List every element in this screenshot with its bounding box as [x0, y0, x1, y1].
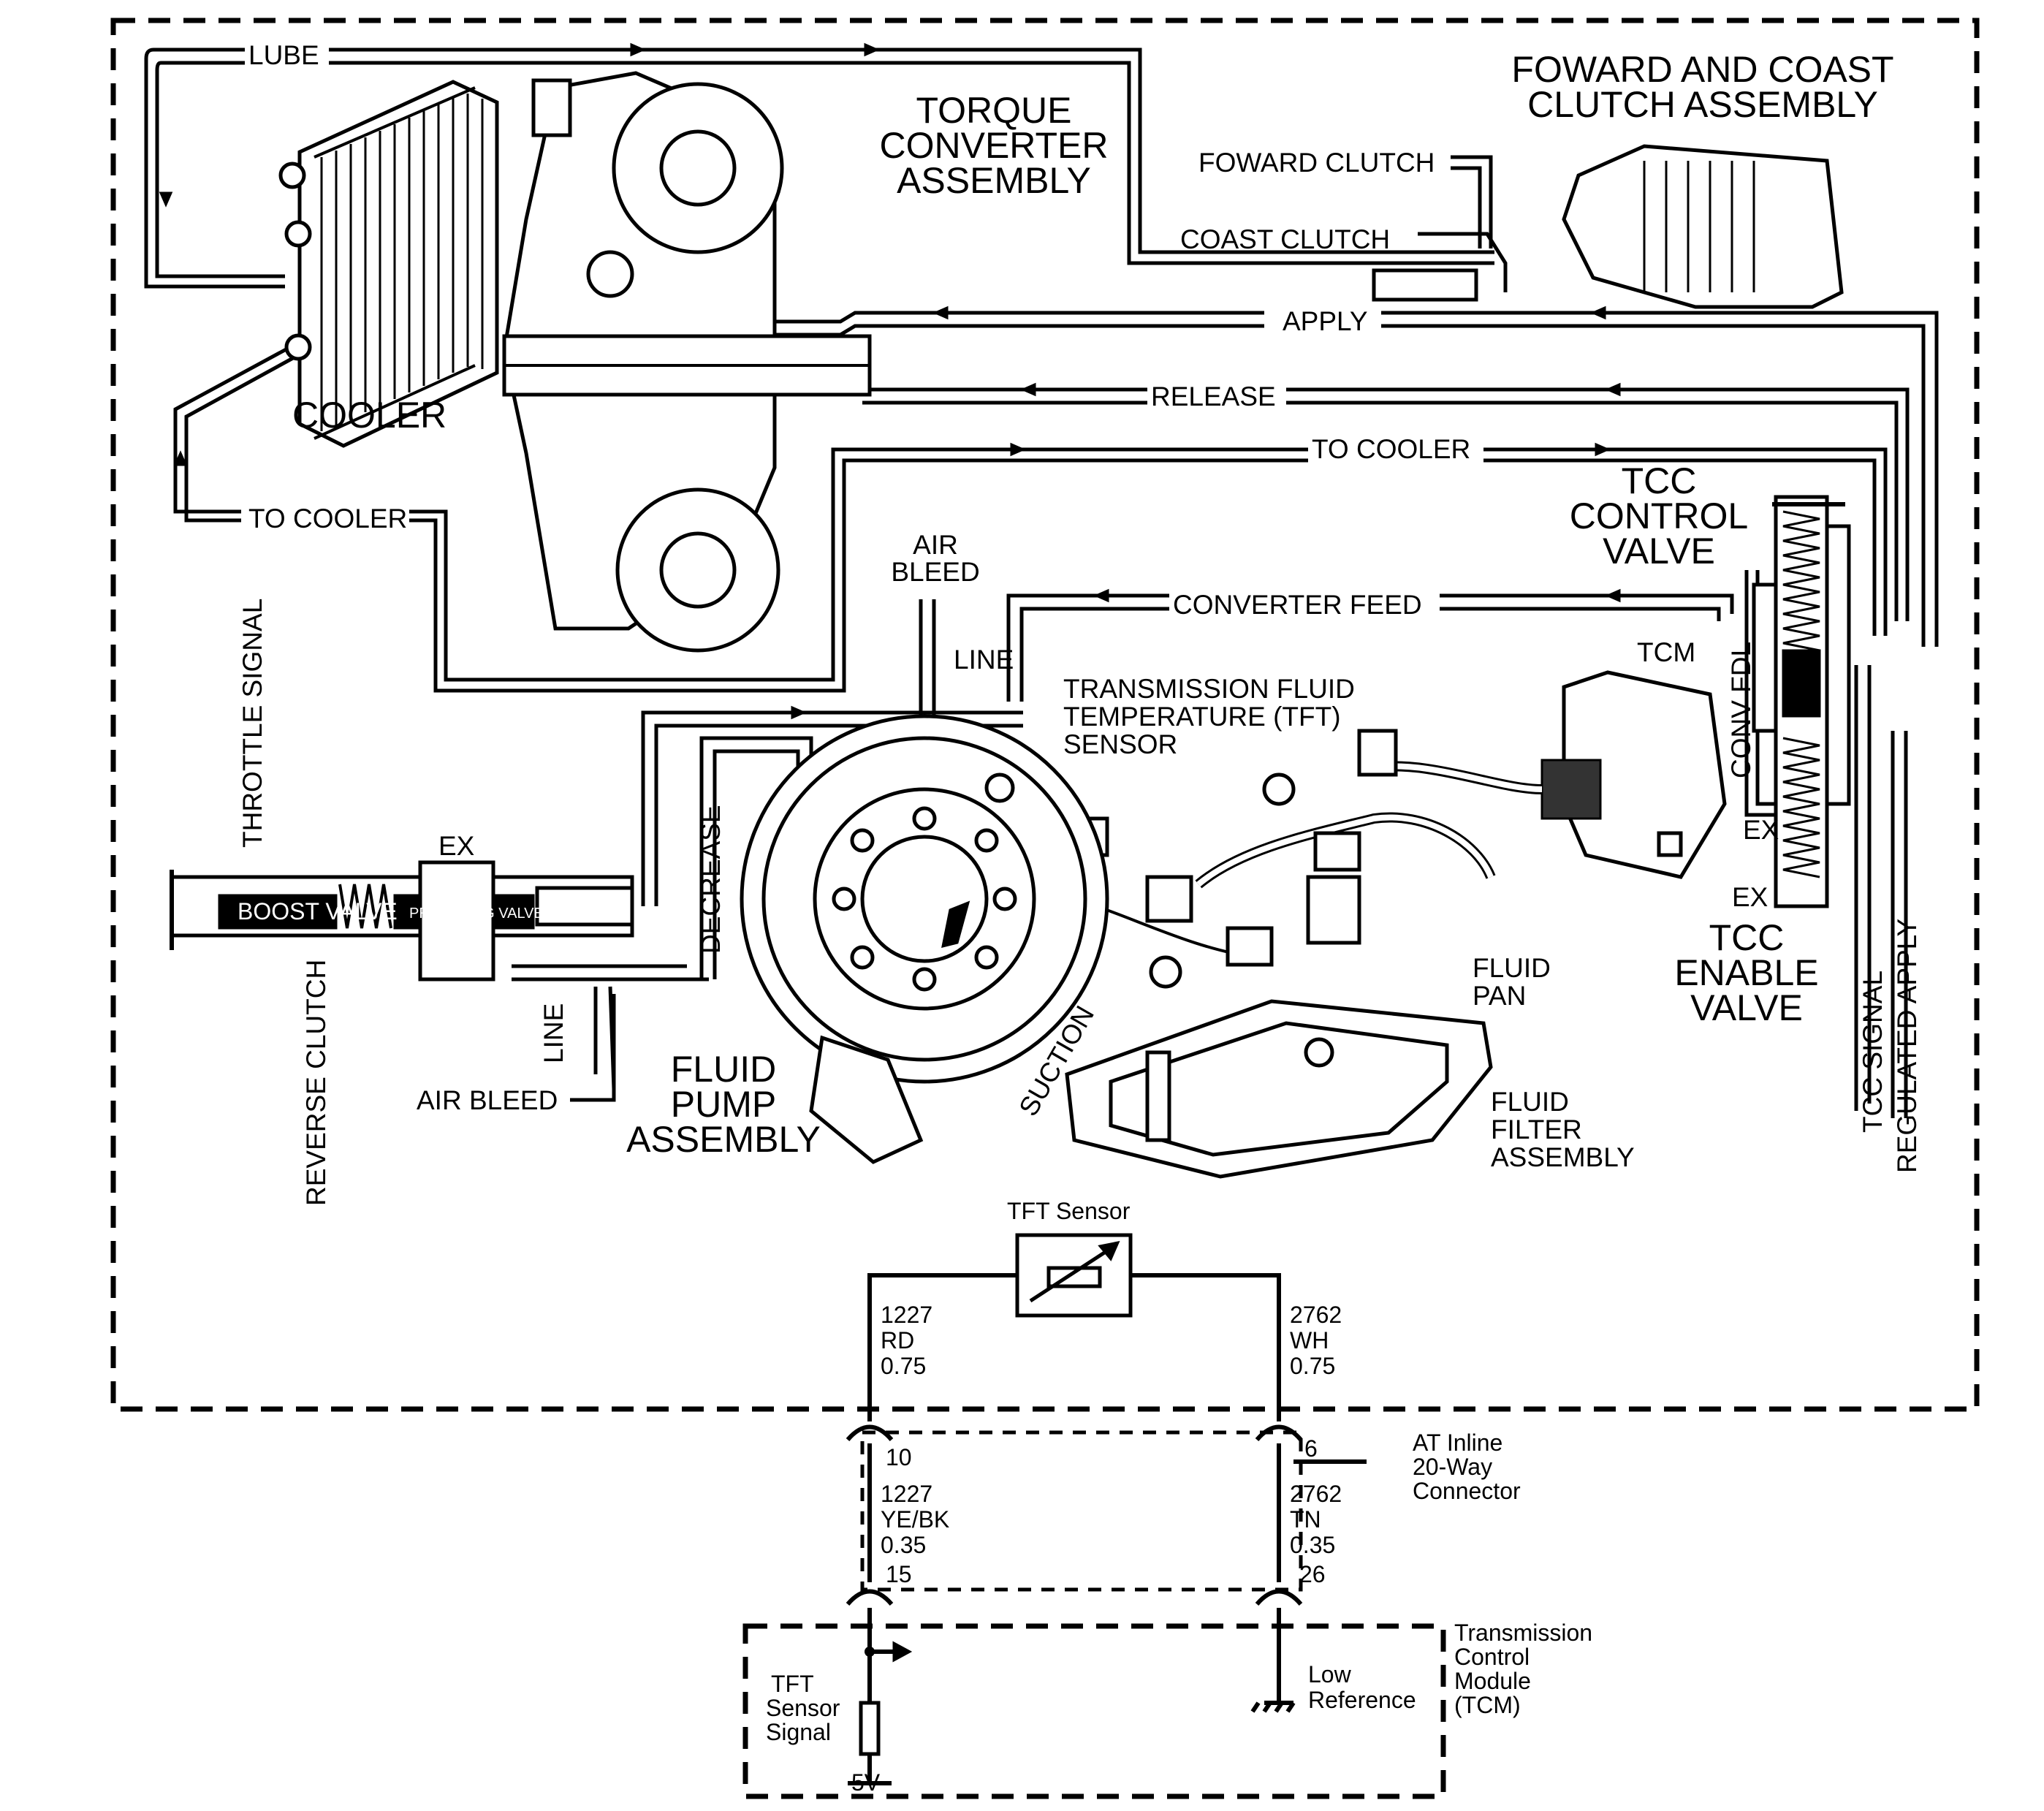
tft-signal-label-3: Signal [766, 1719, 831, 1745]
to-cooler-left-label: TO COOLER [248, 504, 407, 534]
connector-label-1: AT Inline [1413, 1430, 1502, 1456]
apply-label: APPLY [1283, 306, 1368, 336]
wire-right-top-1: 2762 [1290, 1302, 1342, 1328]
tcc-control-valve-label-3: VALVE [1603, 531, 1715, 572]
tft-harness [1083, 729, 1543, 989]
reverse-clutch-label: REVERSE CLUTCH [301, 960, 331, 1206]
tft-signal-label-1: TFT [771, 1671, 814, 1697]
tcm-label: TCM [1637, 637, 1695, 667]
tcc-enable-valve-label-1: TCC [1709, 917, 1785, 958]
fluid-pan-label-1: FLUID [1473, 953, 1551, 983]
tcc-valve-body [1752, 495, 1851, 908]
pin-6-label: 6 [1304, 1435, 1318, 1462]
tcc-control-valve-label-2: CONTROL [1570, 496, 1748, 536]
conv-fdl-label: CONV FDL [1726, 642, 1756, 778]
air-bleed-top-label-1: AIR [913, 530, 958, 560]
press-reg-valve-label: PRESS REG VALVE [409, 906, 544, 922]
tcm-module-label-4: (TCM) [1454, 1692, 1521, 1718]
tcc-enable-valve-label-3: VALVE [1690, 987, 1803, 1028]
wire-right-top-3: 0.75 [1290, 1353, 1335, 1379]
labels: LUBE COOLER TO COOLER TORQUE CONVERTER A… [238, 40, 1922, 1796]
ex-right-1-label: EX [1743, 815, 1779, 845]
wire-left-top-2: RD [881, 1327, 914, 1353]
tft-sensor-label-2: TEMPERATURE (TFT) [1063, 702, 1341, 732]
torque-converter-label-2: CONVERTER [879, 125, 1108, 166]
decrease-label: DECREASE [696, 805, 726, 954]
low-reference-label-2: Reference [1308, 1687, 1416, 1713]
lube-label: LUBE [248, 40, 319, 70]
tcc-enable-valve-label-2: ENABLE [1674, 952, 1818, 993]
cooler [278, 80, 499, 448]
wire-right-bottom-3: 0.35 [1290, 1532, 1335, 1558]
forward-clutch-label: FOWARD CLUTCH [1198, 148, 1435, 178]
fluid-pump-label-1: FLUID [671, 1049, 776, 1090]
clutch-assembly-label-1: FOWARD AND COAST [1511, 49, 1893, 90]
pressure-regulator-valve [170, 860, 634, 982]
tcc-signal-label: TCC SIGNAL [1858, 971, 1888, 1133]
fluid-filter-label-2: FILTER [1491, 1115, 1582, 1144]
throttle-signal-label: THROTTLE SIGNAL [238, 599, 267, 848]
forward-coast-clutch [1372, 144, 1844, 309]
pin-15-label: 15 [886, 1561, 912, 1587]
tft-circuit [846, 1233, 1367, 1785]
wire-left-bottom-1: 1227 [881, 1481, 932, 1507]
converter-feed-label: CONVERTER FEED [1173, 590, 1422, 620]
wire-left-bottom-3: 0.35 [881, 1532, 926, 1558]
boost-valve-label: BOOST VALVE [238, 898, 398, 925]
tft-signal-label-2: Sensor [766, 1695, 840, 1721]
five-v-label: 5V [851, 1769, 881, 1796]
to-cooler-right-label: TO COOLER [1312, 434, 1470, 464]
tcc-control-valve-label-1: TCC [1622, 460, 1697, 501]
regulated-apply-label: REGULATED APPLY [1892, 919, 1922, 1173]
low-reference-label-1: Low [1308, 1661, 1352, 1687]
fluid-pump-label-2: PUMP [671, 1084, 776, 1125]
wire-left-bottom-2: YE/BK [881, 1506, 949, 1533]
torque-converter [502, 71, 872, 653]
connector-label-3: Connector [1413, 1478, 1521, 1504]
tft-sensor-label-3: SENSOR [1063, 729, 1177, 759]
air-bleed-bottom-label: AIR BLEED [417, 1085, 558, 1115]
torque-converter-label-1: TORQUE [916, 90, 1072, 131]
wire-left-top-3: 0.75 [881, 1353, 926, 1379]
fluid-pump-label-3: ASSEMBLY [626, 1119, 821, 1160]
wire-right-bottom-2: TN [1290, 1506, 1321, 1533]
tft-sensor-box-label: TFT Sensor [1007, 1198, 1131, 1224]
tcm-module-label-2: Control [1454, 1644, 1530, 1670]
clutch-assembly-label-2: CLUTCH ASSEMBLY [1527, 84, 1878, 125]
fluid-pan [1065, 999, 1493, 1179]
tcm-boundary [742, 1623, 1446, 1799]
release-label: RELEASE [1151, 381, 1276, 411]
torque-converter-label-3: ASSEMBLY [897, 160, 1091, 201]
tcm-unit [1540, 670, 1727, 879]
air-bleed-top-label-2: BLEED [891, 557, 979, 587]
connector-label-2: 20-Way [1413, 1454, 1492, 1480]
coast-clutch-label: COAST CLUTCH [1180, 224, 1390, 254]
wire-left-top-1: 1227 [881, 1302, 932, 1328]
line-top-label: LINE [954, 645, 1014, 675]
tcm-module-label-1: Transmission [1454, 1620, 1592, 1646]
transmission-boundary [110, 18, 1980, 1412]
wire-right-bottom-1: 2762 [1290, 1481, 1342, 1507]
tft-sensor-label-1: TRANSMISSION FLUID [1063, 674, 1355, 704]
flow-arrows [159, 42, 1621, 720]
wire-right-top-2: WH [1290, 1327, 1329, 1353]
ex-right-2-label: EX [1732, 882, 1768, 912]
pin-10-label: 10 [886, 1444, 912, 1470]
tcm-module-label-3: Module [1454, 1668, 1531, 1694]
fluid-pump [740, 714, 1109, 1164]
fluid-filter-label-1: FLUID [1491, 1087, 1569, 1117]
pin-26-label: 26 [1299, 1561, 1326, 1587]
connector-boundary [860, 1430, 1303, 1592]
ex-left-label: EX [438, 831, 474, 861]
fluid-pan-label-2: PAN [1473, 981, 1526, 1011]
cooler-label: COOLER [292, 395, 447, 436]
fluid-filter-label-3: ASSEMBLY [1491, 1142, 1635, 1172]
line-bottom-label: LINE [539, 1003, 569, 1063]
